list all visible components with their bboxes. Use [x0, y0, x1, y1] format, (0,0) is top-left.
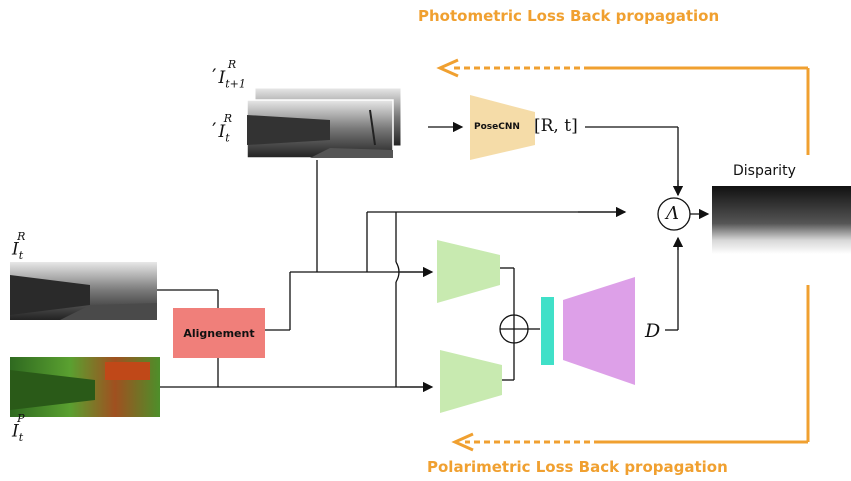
polarimetric-loss-title: Polarimetric Loss Back propagation: [427, 458, 728, 476]
depth-label: D: [645, 320, 661, 342]
photometric-loss-path: [436, 58, 810, 155]
photometric-loss-title: Photometric Loss Back propagation: [418, 7, 720, 25]
label-curr-frame-warped: ′ItR: [212, 112, 232, 145]
posecnn-label: PoseCNN: [474, 122, 520, 132]
pose-output-label: [R, t]: [534, 116, 578, 136]
alignment-label: Alignement: [183, 326, 255, 340]
fusion-plus-icon: [499, 314, 529, 344]
frame-stack-top: [246, 87, 402, 159]
polar-input-image: [10, 357, 160, 417]
polarimetric-loss-path: [451, 285, 810, 452]
label-prev-frame: ′It+1R: [212, 58, 246, 91]
rgb-encoder: [437, 240, 500, 303]
bottleneck-block: [541, 297, 554, 365]
alignment-box: Alignement: [173, 308, 265, 358]
rgb-input-image: [10, 262, 157, 320]
depth-decoder: [563, 277, 635, 385]
disparity-label: Disparity: [733, 163, 796, 179]
lambda-operator: [657, 197, 691, 231]
posecnn-block: [470, 95, 535, 160]
connection-arrows: [400, 121, 710, 393]
label-polar-input: ItP: [12, 412, 25, 445]
disparity-map-image: [712, 186, 851, 254]
lambda-symbol: Λ: [666, 203, 679, 224]
polar-encoder: [440, 350, 502, 413]
connection-lines: [157, 126, 679, 388]
label-rgb-input: ItR: [12, 230, 26, 263]
